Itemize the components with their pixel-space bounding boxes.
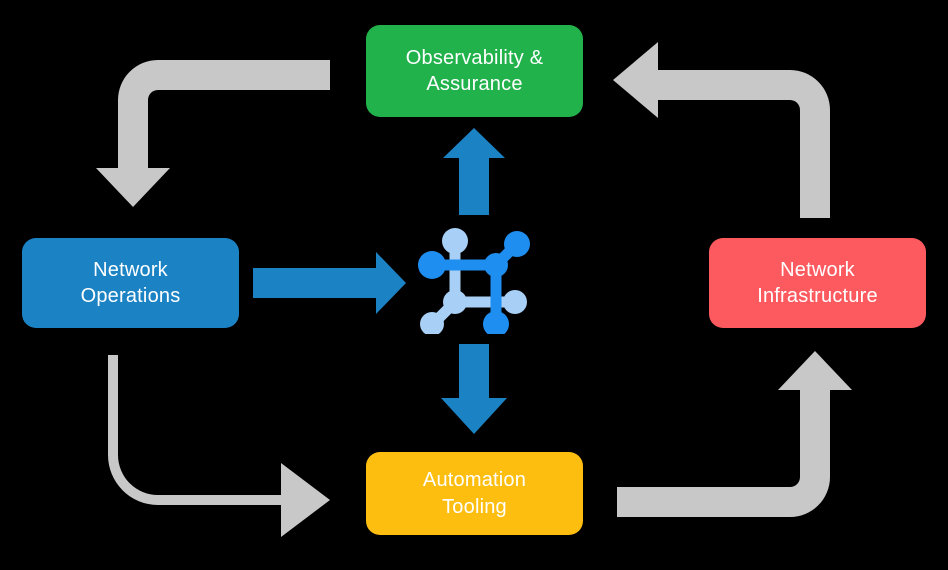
node-automation-tooling[interactable]: Automation Tooling xyxy=(366,452,583,535)
node-network-operations[interactable]: Network Operations xyxy=(22,238,239,328)
network-topology-icon xyxy=(418,228,530,334)
topology-dark-nodes xyxy=(418,231,530,334)
blue-arrow-center-to-automation xyxy=(441,344,507,434)
blue-arrow-operations-to-center xyxy=(253,252,406,314)
blue-arrow-center-to-observability xyxy=(443,128,505,215)
gray-arrow-operations-to-automation xyxy=(108,355,330,537)
gray-arrow-automation-to-infrastructure xyxy=(617,351,852,517)
topology-light-nodes xyxy=(420,228,527,334)
gray-arrow-infrastructure-to-observability xyxy=(613,42,830,218)
gray-arrow-observability-to-operations xyxy=(96,60,330,207)
node-observability-assurance[interactable]: Observability & Assurance xyxy=(366,25,583,117)
node-network-infrastructure[interactable]: Network Infrastructure xyxy=(709,238,926,328)
